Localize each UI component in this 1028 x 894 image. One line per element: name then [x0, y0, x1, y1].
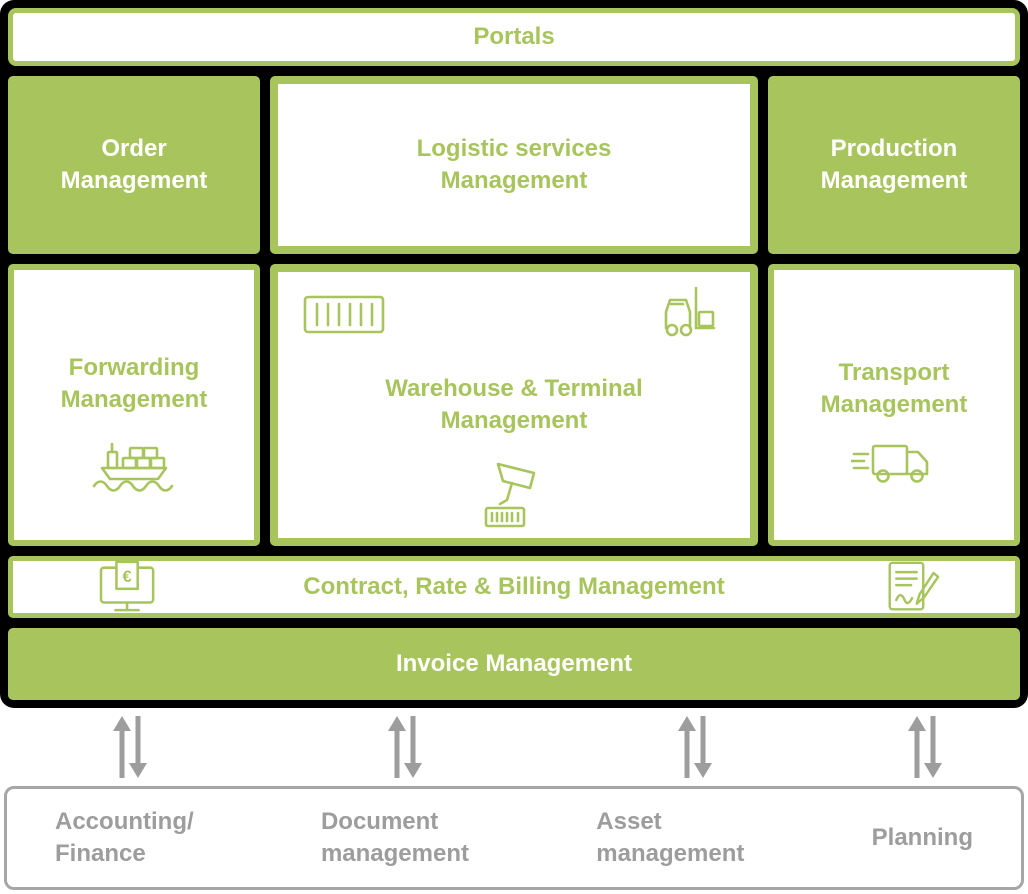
- monitor-euro-invoice-icon: €: [99, 560, 155, 612]
- modules-panel: Portals Order Management Logistic servic…: [0, 0, 1028, 708]
- transport-management-box: Transport Management: [768, 264, 1020, 546]
- shipping-container-icon: [303, 295, 385, 334]
- invoice-management-bar: Invoice Management: [8, 628, 1020, 700]
- order-management-box: Order Management: [8, 76, 260, 254]
- external-systems-bar: Accounting/ Finance Document management …: [4, 786, 1024, 890]
- up-down-arrow-icon: [113, 716, 147, 778]
- forklift-icon: [664, 286, 716, 337]
- forwarding-management-label: Forwarding Management: [60, 354, 208, 413]
- portals-label: Portals: [473, 23, 555, 51]
- up-down-arrow-icon: [908, 716, 942, 778]
- logistic-services-label: Logistic services Management: [416, 135, 612, 194]
- production-management-box: Production Management: [768, 76, 1020, 254]
- transport-management-label: Transport Management: [820, 359, 968, 418]
- external-system-document-management: Document management: [320, 808, 469, 867]
- portals-bar: Portals: [8, 8, 1020, 66]
- logistic-services-management-box: Logistic services Management: [270, 76, 758, 254]
- up-down-arrow-icon: [678, 716, 712, 778]
- integration-arrows-row: [0, 708, 1028, 786]
- top-row: Order Management Logistic services Manag…: [8, 76, 1020, 254]
- delivery-truck-icon: [851, 444, 929, 483]
- middle-row: Forwarding Management: [8, 264, 1020, 546]
- production-management-label: Production Management: [820, 135, 968, 194]
- external-system-accounting-finance: Accounting/ Finance: [55, 808, 194, 867]
- forwarding-management-box: Forwarding Management: [8, 264, 260, 546]
- container-ship-icon: [92, 442, 174, 492]
- barcode-scanner-icon: [484, 462, 536, 528]
- invoice-management-label: Invoice Management: [395, 650, 633, 678]
- up-down-arrow-icon: [388, 716, 422, 778]
- warehouse-terminal-management-box: Warehouse & Terminal Management: [270, 264, 758, 546]
- contract-signing-pen-icon: [888, 561, 940, 611]
- order-management-label: Order Management: [60, 135, 208, 194]
- external-system-planning: Planning: [871, 824, 973, 852]
- svg-text:€: €: [123, 568, 132, 586]
- external-system-asset-management: Asset management: [596, 808, 745, 867]
- contract-rate-billing-bar: € Contract, Rate & Billing Management: [8, 556, 1020, 618]
- warehouse-terminal-label: Warehouse & Terminal Management: [385, 375, 643, 434]
- contract-rate-billing-label: Contract, Rate & Billing Management: [303, 573, 725, 601]
